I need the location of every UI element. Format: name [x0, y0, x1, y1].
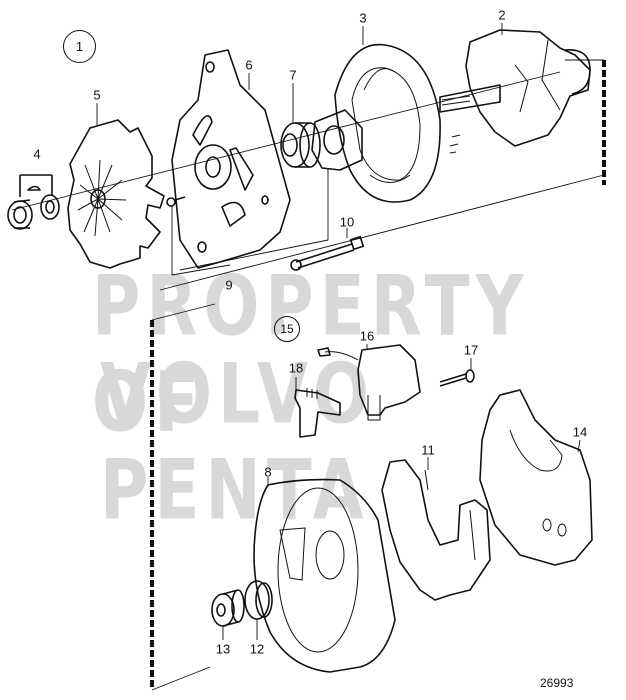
part-5-fan [67, 119, 165, 269]
part-8-slip-ring-end-bracket [253, 477, 396, 673]
callout-10: 10 [339, 214, 355, 230]
part-14-cover [479, 389, 593, 566]
callout-5: 5 [93, 87, 101, 103]
group-marker-15: 15 [274, 316, 300, 342]
callout-3: 3 [359, 10, 367, 26]
part-3-stator [334, 43, 461, 203]
part-bearing-plate [179, 109, 363, 271]
part-16-regulator [317, 344, 421, 421]
watermark-line-1: PROPERTY OF [92, 258, 530, 451]
callout-2: 2 [498, 7, 506, 23]
lower-axis-line [159, 174, 605, 291]
part-4-nut-washer [7, 174, 60, 230]
part-7-bearing [280, 122, 321, 168]
callout-6: 6 [245, 57, 253, 73]
callout-9: 9 [225, 277, 233, 293]
callout-12: 12 [249, 641, 265, 657]
callout-11: 11 [421, 442, 435, 458]
part-13-bearing [211, 589, 245, 640]
callout-14: 14 [572, 424, 588, 440]
callout-13: 13 [215, 641, 231, 657]
part-11-rectifier [381, 457, 491, 601]
part-6-drive-end-bracket [171, 49, 291, 269]
callout-17: 17 [463, 342, 479, 358]
part-18-brush-holder [294, 377, 341, 438]
group-marker-1: 1 [63, 30, 96, 63]
diagram-reference-number: 26993 [540, 676, 574, 690]
callout-4: 4 [33, 146, 41, 162]
callout-16: 16 [359, 328, 375, 344]
callout-7: 7 [289, 67, 297, 83]
watermark-line-2: VOLVO PENTA [100, 346, 376, 539]
part-17-screw [439, 358, 475, 387]
callout-18: 18 [288, 360, 304, 376]
part-12-bearing-ring [244, 580, 273, 640]
part-9-screw [166, 196, 231, 276]
callout-8: 8 [264, 464, 272, 480]
part-10-through-bolt [290, 228, 365, 271]
part-2-rotor [439, 29, 591, 147]
